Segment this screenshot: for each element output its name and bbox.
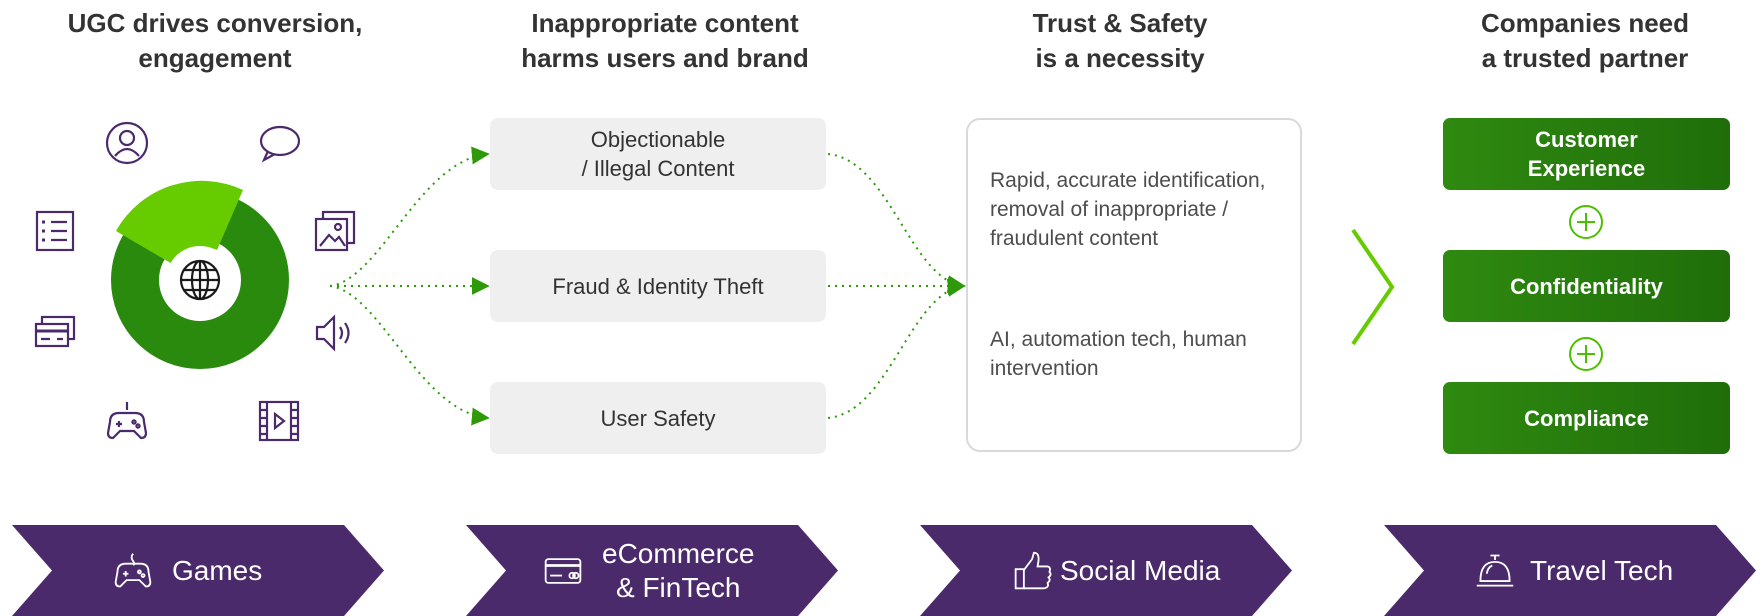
banner-label-line: Social Media — [1060, 554, 1221, 586]
connector-from-objectionable — [827, 153, 966, 294]
chat-bubble-icon — [256, 120, 302, 166]
credit-card-icon — [32, 310, 78, 356]
thumbs-up-icon — [1012, 550, 1054, 592]
globe-icon — [179, 259, 221, 301]
harm-label: Fraud & Identity Theft — [552, 273, 764, 299]
gamepad-icon — [104, 398, 150, 444]
need-box-customer-experience: Customer Experience — [1443, 118, 1730, 190]
need-label: Compliance — [1524, 405, 1649, 431]
connector-from-user-safety — [827, 278, 966, 419]
banner-shape — [466, 525, 838, 616]
harm-box-user-safety: User Safety — [490, 382, 826, 454]
banner-content: Games — [112, 525, 262, 616]
column-title-ugc: UGC drives conversion, engagement — [20, 6, 410, 76]
harm-label: User Safety — [600, 405, 716, 431]
banner-label-line: Travel Tech — [1530, 554, 1674, 586]
title-line: harms users and brand — [521, 43, 809, 73]
donut-highlight-segment — [116, 180, 243, 265]
trust-safety-paragraph-1: Rapid, accurate identification, removal … — [990, 169, 1266, 250]
banner-content: eCommerce & FinTech — [542, 525, 754, 616]
checklist-icon — [32, 208, 78, 254]
need-box-compliance: Compliance — [1443, 382, 1730, 454]
credit-card-icon — [542, 550, 584, 592]
plus-icon — [1569, 205, 1603, 239]
banner-label: Social Media — [1060, 554, 1220, 588]
speaker-icon — [312, 310, 358, 356]
industry-banner-games: Games — [12, 525, 384, 616]
plus-icon — [1569, 337, 1603, 371]
banner-label-line: & FinTech — [615, 571, 741, 603]
trust-safety-paragraph-2: AI, automation tech, human intervention — [990, 328, 1247, 380]
title-line: a trusted partner — [1481, 43, 1689, 73]
industry-banner-social-media: Social Media — [920, 525, 1292, 616]
industry-banner-travel-tech: Travel Tech — [1384, 525, 1756, 616]
image-gallery-icon — [312, 208, 358, 254]
harm-label: Objectionable — [590, 127, 726, 152]
column-title-trusted-partner: Companies need a trusted partner — [1430, 6, 1740, 76]
banner-shape — [920, 525, 1292, 616]
banner-content: Social Media — [1012, 525, 1220, 616]
harm-label: / Illegal Content — [581, 156, 735, 181]
banner-label: Games — [172, 554, 262, 588]
banner-label-line: eCommerce — [602, 537, 755, 569]
chevron-right-icon — [1351, 228, 1395, 346]
title-line: engagement — [138, 43, 292, 73]
industry-banner-ecommerce-fintech: eCommerce & FinTech — [466, 525, 838, 616]
video-icon — [256, 398, 302, 444]
gamepad-icon — [112, 550, 154, 592]
user-icon — [104, 120, 150, 166]
title-line: UGC drives conversion, — [67, 8, 363, 38]
title-line: is a necessity — [1035, 43, 1205, 73]
need-label: Experience — [1527, 156, 1646, 181]
banner-label: Travel Tech — [1530, 554, 1673, 588]
connector-to-user-safety — [329, 285, 490, 426]
banner-shape — [1384, 525, 1756, 616]
connector-to-objectionable — [329, 146, 490, 287]
need-box-confidentiality: Confidentiality — [1443, 250, 1730, 322]
harm-box-objectionable: Objectionable / Illegal Content — [490, 118, 826, 190]
title-line: Inappropriate content — [531, 8, 799, 38]
title-line: Companies need — [1480, 8, 1690, 38]
banner-label-line: Games — [172, 554, 263, 586]
trust-safety-card: Rapid, accurate identification, removal … — [966, 118, 1302, 452]
ugc-donut-chart — [111, 180, 289, 369]
service-bell-icon — [1474, 550, 1516, 592]
title-line: Trust & Safety — [1032, 8, 1208, 38]
banner-label: eCommerce & FinTech — [602, 537, 754, 605]
harm-box-fraud: Fraud & Identity Theft — [490, 250, 826, 322]
banner-shape — [12, 525, 384, 616]
banner-content: Travel Tech — [1474, 525, 1673, 616]
column-title-trust-safety: Trust & Safety is a necessity — [960, 6, 1280, 76]
need-label: Customer — [1535, 127, 1638, 152]
need-label: Confidentiality — [1510, 273, 1663, 299]
column-title-harm: Inappropriate content harms users and br… — [455, 6, 875, 76]
